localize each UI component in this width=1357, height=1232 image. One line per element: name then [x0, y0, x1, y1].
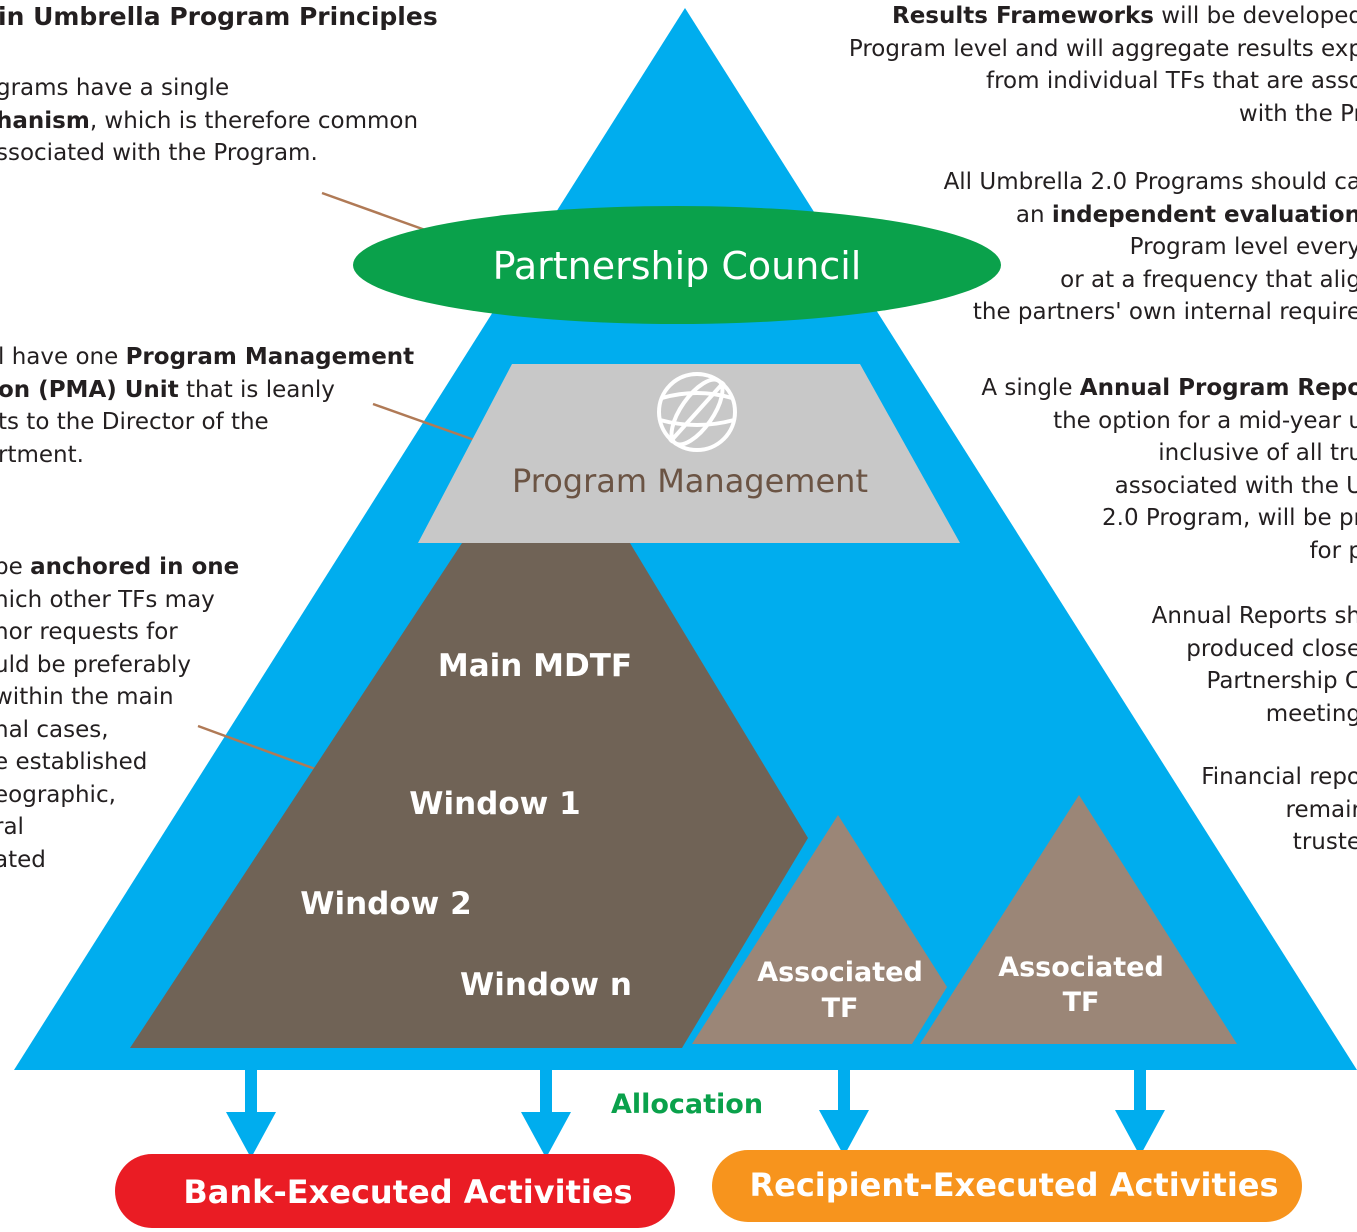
- text-line: .: [0, 876, 239, 909]
- main-mdtf-label: Main MDTF: [438, 648, 632, 684]
- text-line: ral: [0, 814, 24, 840]
- bank-executed-label: Bank-Executed Activities: [183, 1173, 632, 1211]
- allocation-arrow-3: [819, 1068, 869, 1156]
- text-line: truste: [1292, 829, 1357, 855]
- text-line: meeting: [1265, 700, 1357, 727]
- window-n-label: Window n: [460, 967, 632, 1003]
- connector-line-mdtf: [197, 724, 319, 772]
- right-principle-5: Financial repo remair truste: [1201, 761, 1357, 859]
- partnership-council-ellipse: [353, 206, 1001, 324]
- text-line: ssociated with the Program.: [0, 140, 318, 166]
- recipient-executed-label: Recipient-Executed Activities: [749, 1166, 1278, 1204]
- text-line: Partnership C: [1206, 668, 1357, 694]
- allocation-arrow-4: [1115, 1068, 1165, 1156]
- text-line: A single Annual Program Repo: [981, 372, 1357, 405]
- text-line: an independent evaluation: [944, 199, 1357, 232]
- allocation-arrow-2: [521, 1068, 571, 1158]
- text-line: eographic,: [0, 781, 116, 808]
- bold-phrase: Program Management: [125, 344, 415, 370]
- program-management-box: [418, 364, 960, 543]
- window-1-label: Window 1: [409, 786, 580, 822]
- bank-executed-pill: [115, 1154, 675, 1228]
- associated-tf-2-label-line1: Associated: [998, 952, 1164, 983]
- bold-phrase: Annual Program Repo: [1079, 375, 1357, 401]
- text-line: Annual Reports sh: [1151, 603, 1357, 629]
- bold-phrase: Results Frameworks: [892, 3, 1154, 29]
- text-span: will be developed: [1154, 3, 1357, 29]
- text-line: associated with the U: [1114, 472, 1357, 499]
- text-line: Results Frameworks will be developed: [849, 0, 1357, 33]
- left-principle-3: be anchored in one hich other TFs may no…: [0, 551, 239, 909]
- text-line: for p: [1309, 537, 1357, 564]
- text-line: or at a frequency that alig: [1060, 266, 1357, 293]
- recipient-executed-pill: [712, 1150, 1302, 1222]
- text-line: nal cases,: [0, 716, 109, 743]
- allocation-arrow-1: [226, 1068, 276, 1158]
- text-line: nor requests for: [0, 619, 178, 645]
- text-line: hich other TFs may: [0, 586, 215, 613]
- text-line: Program level every: [1129, 234, 1357, 260]
- main-mdtf-box: [130, 543, 808, 1048]
- bold-phrase: independent evaluation: [1051, 201, 1357, 228]
- bold-phrase: on (PMA) Unit: [0, 376, 179, 403]
- text-line: with the Pr: [1238, 100, 1357, 127]
- associated-tf-1-triangle: [692, 815, 947, 1044]
- right-principle-3: A single Annual Program Repo the option …: [981, 372, 1357, 567]
- partnership-council-label: Partnership Council: [493, 244, 862, 288]
- text-line: hanism, which is therefore common: [0, 105, 418, 138]
- allocation-label: Allocation: [611, 1089, 763, 1120]
- associated-tf-2-label-line2: TF: [1063, 987, 1100, 1018]
- text-line: ated: [0, 846, 46, 873]
- text-span: that is leanly: [178, 376, 335, 403]
- left-panel-heading: in Umbrella Program Principles: [0, 2, 438, 31]
- text-line: Program level and will aggregate results…: [848, 35, 1357, 62]
- text-line: produced close: [1186, 635, 1357, 662]
- text-line: the option for a mid-year u: [1053, 407, 1357, 434]
- right-principle-1: Results Frameworks will be developed Pro…: [849, 0, 1357, 130]
- text-line: ts to the Director of the: [0, 409, 269, 435]
- text-span: l have one: [0, 344, 126, 370]
- program-management-label: Program Management: [512, 462, 868, 500]
- left-principle-2: l have one Program Management on (PMA) U…: [0, 341, 414, 471]
- text-line: Financial repo: [1201, 764, 1357, 790]
- window-2-label: Window 2: [300, 886, 471, 922]
- text-line: the partners' own internal require: [972, 299, 1357, 325]
- text-line: rtment.: [0, 441, 84, 468]
- text-line: on (PMA) Unit that is leanly: [0, 374, 414, 407]
- globe-icon: [657, 372, 737, 452]
- left-principle-1: grams have a single hanism, which is the…: [0, 72, 418, 170]
- associated-tf-2-triangle: [920, 795, 1237, 1044]
- text-line: uld be preferably: [0, 651, 192, 678]
- text-span: , which is therefore common: [89, 107, 419, 134]
- text-line: be anchored in one: [0, 551, 239, 584]
- associated-tf-1-label-line2: TF: [822, 993, 859, 1024]
- associated-tf-1-label-line1: Associated: [757, 957, 923, 988]
- bold-phrase: hanism: [0, 107, 90, 134]
- text-span: be: [0, 554, 23, 580]
- text-line: from individual TFs that are asso: [986, 68, 1357, 94]
- text-span: an: [1015, 201, 1052, 228]
- text-line: within the main: [0, 684, 174, 710]
- text-line: 2.0 Program, will be pr: [1102, 505, 1357, 531]
- right-principle-4: Annual Reports sh produced close Partner…: [1152, 600, 1357, 730]
- bold-phrase: anchored in one: [30, 554, 240, 580]
- text-span: A single: [981, 375, 1080, 401]
- right-principle-2: All Umbrella 2.0 Programs should ca an i…: [944, 166, 1357, 329]
- text-line: remair: [1285, 796, 1357, 823]
- text-line: grams have a single: [0, 75, 230, 101]
- text-line: e established: [0, 749, 148, 775]
- text-line: inclusive of all tru: [1158, 440, 1357, 466]
- text-line: l have one Program Management: [0, 341, 414, 374]
- text-line: All Umbrella 2.0 Programs should ca: [943, 169, 1357, 195]
